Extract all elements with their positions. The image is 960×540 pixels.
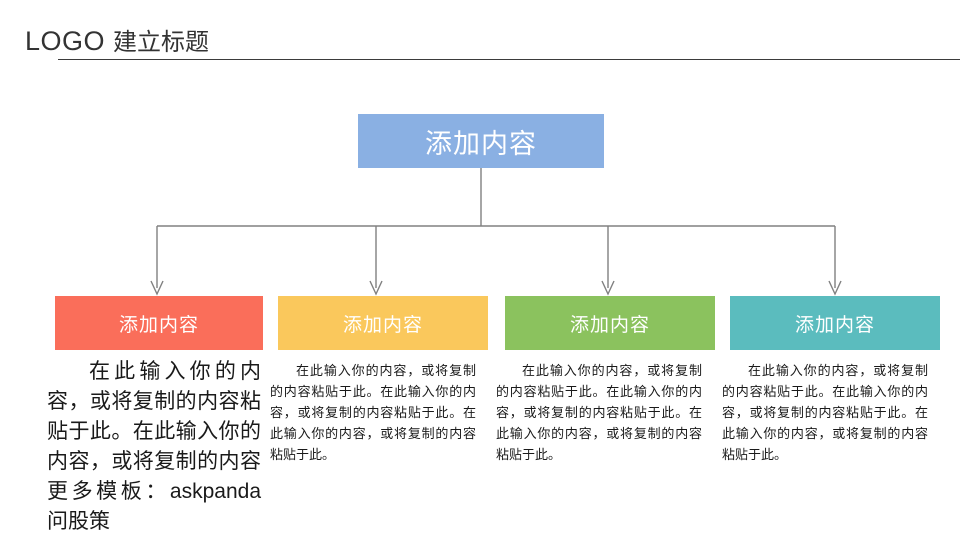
logo-text: LOGO bbox=[25, 26, 106, 56]
header-divider bbox=[58, 59, 960, 60]
page-title: 建立标题 bbox=[113, 29, 209, 56]
child-node-label-3: 添加内容 bbox=[569, 314, 650, 336]
root-node-label: 添加内容 bbox=[425, 128, 537, 159]
child-node-label-1: 添加内容 bbox=[118, 314, 199, 336]
child-node-box-2[interactable]: 添加内容 bbox=[278, 296, 488, 350]
child-body-text-1: 在此输入你的内容，或将复制的内容粘贴于此。在此输入你的内容，或将复制的内容更多模… bbox=[47, 360, 261, 533]
root-node-box[interactable]: 添加内容 bbox=[358, 114, 604, 168]
child-node-label-2: 添加内容 bbox=[342, 314, 423, 336]
slide-header: LOGO 建立标题 bbox=[0, 0, 960, 70]
child-body-text-2: 在此输入你的内容，或将复制的内容粘贴于此。在此输入你的内容，或将复制的内容粘贴于… bbox=[270, 363, 476, 462]
child-node-label-4: 添加内容 bbox=[794, 314, 875, 336]
child-node-box-3[interactable]: 添加内容 bbox=[505, 296, 715, 350]
child-node-box-4[interactable]: 添加内容 bbox=[730, 296, 940, 350]
child-node-box-1[interactable]: 添加内容 bbox=[55, 296, 263, 350]
child-body-text-3: 在此输入你的内容，或将复制的内容粘贴于此。在此输入你的内容，或将复制的内容粘贴于… bbox=[496, 363, 702, 462]
child-body-text-4: 在此输入你的内容，或将复制的内容粘贴于此。在此输入你的内容，或将复制的内容粘贴于… bbox=[722, 363, 928, 462]
